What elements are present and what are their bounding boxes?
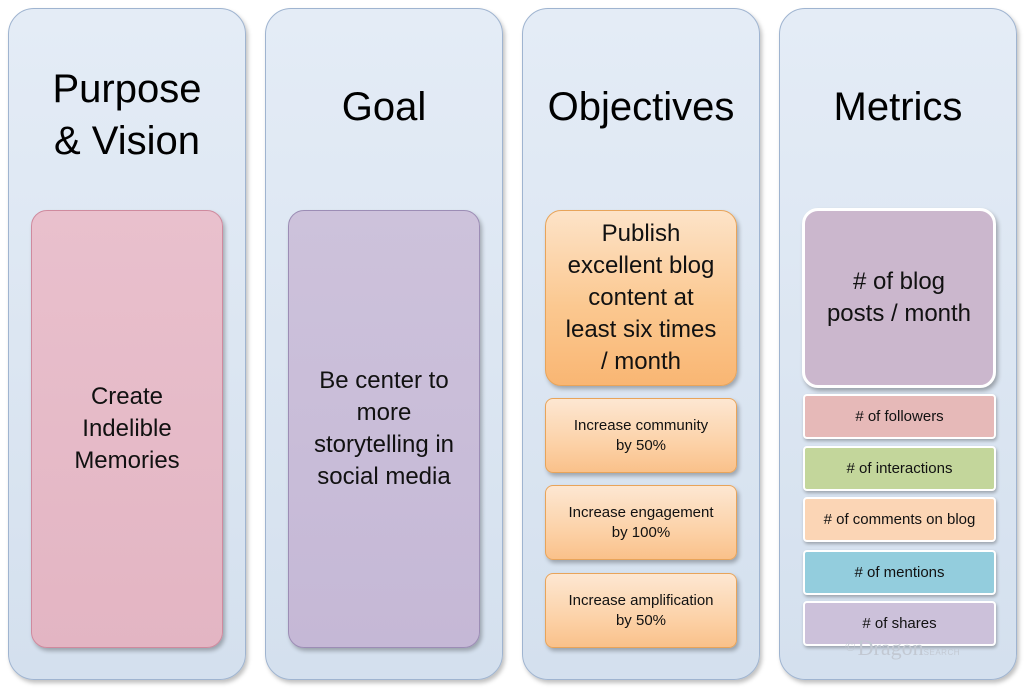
metric-item: # of mentions [803, 550, 996, 595]
column-title-goal: Goal [341, 85, 427, 129]
column-title-purpose-vision: Purpose & Vision [52, 67, 202, 163]
metric-item: # of shares [803, 601, 996, 646]
column-objectives: Objectives Publish excellent blog conten… [522, 8, 760, 680]
objective-item: Increase engagement by 100% [545, 485, 737, 560]
dragon-search-watermark: ©DragonSEARCH [845, 636, 960, 665]
objective-item: Increase amplification by 50% [545, 573, 737, 648]
goal-box: Be center to more storytelling in social… [288, 210, 480, 648]
objective-main-box: Publish excellent blog content at least … [545, 210, 737, 386]
column-purpose-vision: Purpose & Vision Create Indelible Memori… [8, 8, 246, 680]
watermark-brand: Dragon [857, 635, 924, 660]
column-title-metrics: Metrics [833, 85, 963, 129]
objective-item: Increase community by 50% [545, 398, 737, 473]
metric-item: # of comments on blog [803, 497, 996, 542]
copyright-symbol: © [845, 640, 856, 655]
purpose-vision-box: Create Indelible Memories [31, 210, 223, 648]
metric-item: # of followers [803, 394, 996, 439]
column-title-objectives: Objectives [547, 85, 735, 129]
watermark-suffix: SEARCH [923, 648, 960, 657]
column-goal: Goal Be center to more storytelling in s… [265, 8, 503, 680]
metric-main-box: # of blog posts / month [802, 208, 996, 388]
column-metrics: Metrics # of blog posts / month # of fol… [779, 8, 1017, 680]
metric-item: # of interactions [803, 446, 996, 491]
